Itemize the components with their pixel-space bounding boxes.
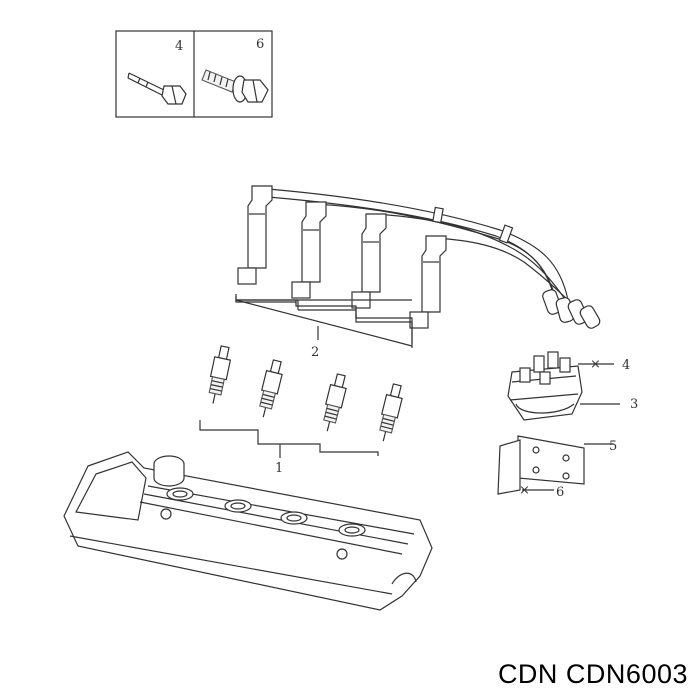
wire-boot-4 — [409, 235, 447, 329]
spark-plug-3 — [323, 373, 347, 432]
wire-boot-3 — [351, 213, 387, 309]
long-bolt — [127, 72, 187, 105]
callout-cap-screw: 4 — [622, 358, 630, 373]
bolt-inset-box: 4 6 — [115, 30, 273, 118]
spark-plug-set — [199, 345, 403, 458]
distributor-cap: × — [507, 351, 620, 421]
spark-plug-1 — [208, 345, 232, 404]
callout-bracket-bolt: 6 — [556, 485, 564, 500]
inset-label-right: 6 — [256, 37, 264, 52]
ignition-wire-set — [235, 185, 601, 348]
svg-text:×: × — [519, 483, 530, 498]
wire-boot-1 — [237, 185, 273, 285]
mounting-bracket: × — [497, 435, 614, 498]
flange-bolt — [201, 69, 269, 103]
spark-plug-2 — [259, 359, 283, 418]
valve-cover — [63, 451, 433, 611]
wire-boot-2 — [291, 201, 327, 299]
callout-plugs: 1 — [275, 461, 283, 476]
inset-label-left: 4 — [175, 39, 183, 54]
svg-text:×: × — [590, 357, 601, 372]
callout-wires: 2 — [311, 345, 319, 360]
callout-cap: 3 — [630, 397, 638, 412]
callout-bracket: 5 — [609, 439, 617, 454]
spark-plug-4 — [379, 383, 403, 442]
part-number-caption: CDN CDN6003 — [497, 659, 688, 689]
